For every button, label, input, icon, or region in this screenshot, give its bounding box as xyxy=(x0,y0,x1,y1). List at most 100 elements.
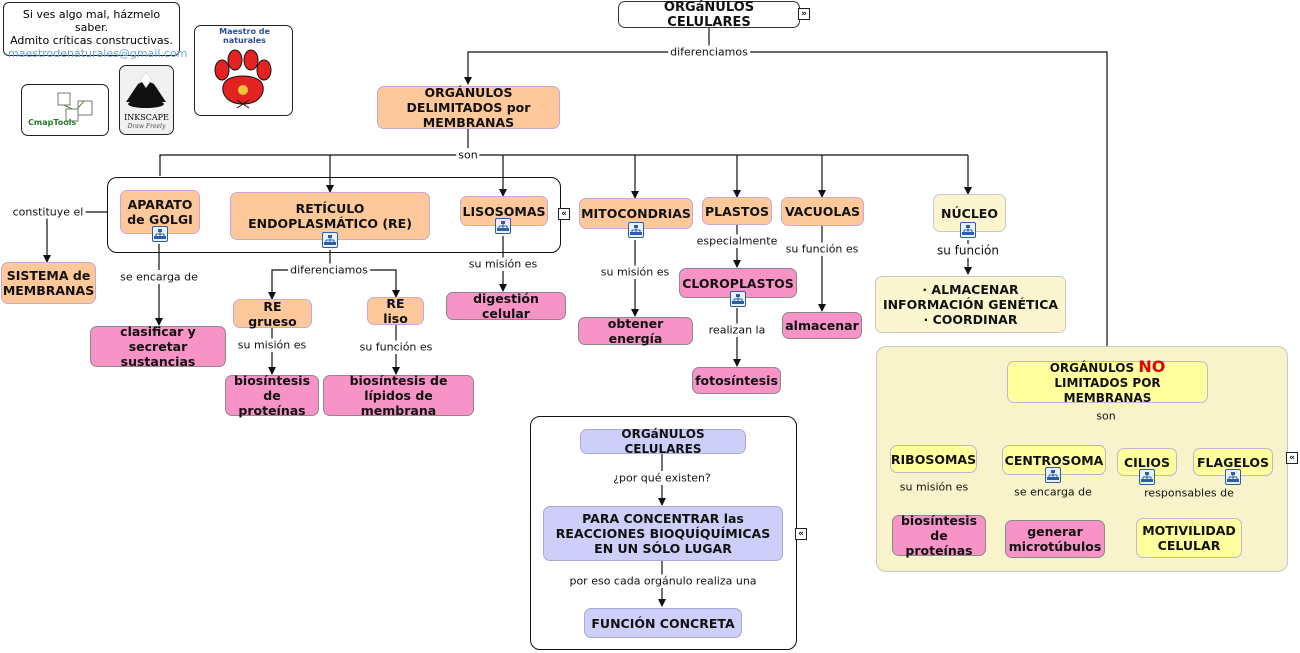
line-to-delimitados xyxy=(464,51,672,85)
submap-icon[interactable] xyxy=(1225,469,1241,485)
node-reticulo[interactable]: RETÍCULO ENDOPLASMÁTICO (RE) xyxy=(230,192,430,240)
node-fotosintesis[interactable]: fotosíntesis xyxy=(692,367,781,394)
node-microtubulos[interactable]: generar microtúbulos xyxy=(1005,520,1105,558)
label-por-que: ¿por qué existen? xyxy=(611,471,713,485)
node-plastos-label: PLASTOS xyxy=(705,203,769,219)
note-email[interactable]: maestrodenaturales@gmail.com xyxy=(8,47,188,60)
node-clasificar[interactable]: clasificar y secretar sustancias xyxy=(90,324,226,369)
node-re-grueso[interactable]: RE grueso xyxy=(233,299,312,329)
node-vacuolas-label: VACUOLAS xyxy=(784,204,861,219)
node-obtener-label: obtener energía xyxy=(607,316,664,346)
collapse-icon[interactable]: « xyxy=(558,208,570,220)
node-biosintesis-lipidos-label: biosíntesis de lípidos de membrana xyxy=(349,373,448,418)
label-su-mision-grueso: su misión es xyxy=(235,338,309,352)
node-funcion-label: FUNCIÓN CONCRETA xyxy=(591,615,735,631)
label-diferenciamos-re: diferenciamos xyxy=(288,263,370,277)
label-su-funcion-liso: su función es xyxy=(357,340,435,354)
node-sistema-membranas[interactable]: SISTEMA de MEMBRANAS xyxy=(1,262,96,304)
label-por-eso: por eso cada orgánulo realiza una xyxy=(567,574,759,588)
inkscape-icon xyxy=(126,72,166,108)
label-su-mision-mitocondrias: su misión es xyxy=(598,265,672,279)
node-reticulo-label: RETÍCULO ENDOPLASMÁTICO (RE) xyxy=(248,201,412,231)
node-funcion-concreta[interactable]: FUNCIÓN CONCRETA xyxy=(584,608,742,638)
label-su-funcion-nucleo: su función xyxy=(935,243,1001,258)
line-to-no-limitados xyxy=(746,51,1111,361)
node-vacuolas[interactable]: VACUOLAS xyxy=(781,197,864,226)
submap-icon[interactable] xyxy=(322,232,338,248)
feedback-note: Si ves algo mal, házmelo saber. Admito c… xyxy=(3,2,187,60)
node-biosintesis-proteinas-2[interactable]: biosíntesis de proteínas xyxy=(892,513,986,558)
node-no-limitados[interactable]: ORGÁNULOS NO LIMITADOS POR MEMBRANAS xyxy=(1007,358,1208,405)
node-ribosomas[interactable]: RIBOSOMAS xyxy=(890,445,977,473)
node-delimitados-label: ORGÁNULOS DELIMITADOS por MEMBRANAS xyxy=(406,85,531,130)
node-golgi[interactable]: APARATO de GOLGI xyxy=(120,190,200,234)
node-organulos-celulares-2[interactable]: ORGáNULOS CELULARES xyxy=(580,426,746,456)
submap-icon[interactable] xyxy=(1139,469,1155,485)
node-centrosoma[interactable]: CENTROSOMA xyxy=(1002,445,1106,475)
label-realizan: realizan la xyxy=(706,323,768,337)
node-re-liso[interactable]: RE liso xyxy=(367,296,424,326)
node-sistema-label: SISTEMA de MEMBRANAS xyxy=(2,268,95,298)
node-centrosoma-label: CENTROSOMA xyxy=(1004,452,1104,468)
node-almacenar[interactable]: almacenar xyxy=(782,312,862,339)
cmaptools-logo: CmapTools xyxy=(21,84,109,136)
no-limitados-part-a: ORGÁNULOS xyxy=(1049,360,1135,375)
node-concentrar-label: PARA CONCENTRAR las REACCIONES BIOQUÍQUÍ… xyxy=(555,511,771,556)
submap-icon[interactable] xyxy=(960,222,976,238)
maestro-label: Maestro de naturales xyxy=(219,27,270,45)
node-almacenar-info[interactable]: · ALMACENAR INFORMACIÓN GENÉTICA · COORD… xyxy=(875,276,1066,333)
node-biosintesis-proteinas-2-label: biosíntesis de proteínas xyxy=(900,513,978,558)
cmaptools-label: CmapTools xyxy=(28,118,77,127)
no-emphasis: NO xyxy=(1138,356,1166,376)
submap-icon[interactable] xyxy=(495,218,511,234)
cmaptools-icon xyxy=(57,92,93,122)
node-plastos[interactable]: PLASTOS xyxy=(702,197,772,225)
label-su-mision-lisosomas: su misión es xyxy=(466,257,540,271)
node-organulos-celulares-label: ORGáNULOS CELULARES xyxy=(663,0,755,30)
node-biosintesis-proteinas-label: biosíntesis de proteínas xyxy=(233,373,311,418)
inkscape-label: INKSCAPE xyxy=(124,113,169,122)
node-biosintesis-lipidos[interactable]: biosíntesis de lípidos de membrana xyxy=(323,373,474,418)
label-responsables: responsables de xyxy=(1142,486,1236,500)
inkscape-logo: INKSCAPE Draw Freely xyxy=(119,65,174,135)
node-motilidad-label: MOTIVILIDAD CELULAR xyxy=(1142,523,1236,553)
label-especialmente: especialmente xyxy=(694,234,780,248)
collapse-icon[interactable]: « xyxy=(1286,452,1298,464)
expand-icon[interactable]: » xyxy=(798,8,810,20)
node-cloroplastos-label: CLOROPLASTOS xyxy=(682,275,794,291)
label-su-mision-ribosomas: su misión es xyxy=(897,480,971,494)
node-motilidad[interactable]: MOTIVILIDAD CELULAR xyxy=(1136,518,1242,558)
node-flagelos-label: FLAGELOS xyxy=(1196,454,1270,470)
node-concentrar[interactable]: PARA CONCENTRAR las REACCIONES BIOQUÍQUÍ… xyxy=(543,506,783,561)
node-re-liso-label: RE liso xyxy=(383,296,408,326)
label-su-funcion-vacuolas: su función es xyxy=(783,242,861,256)
node-nucleo-label: NÚCLEO xyxy=(941,205,998,221)
node-digestion[interactable]: digestión celular xyxy=(446,291,566,321)
submap-icon[interactable] xyxy=(628,222,644,238)
node-nucleo[interactable]: NÚCLEO xyxy=(933,194,1006,232)
node-lisosomas-label: LISOSOMAS xyxy=(462,203,546,219)
line-to-re-liso xyxy=(366,269,400,298)
node-obtener-energia[interactable]: obtener energía xyxy=(578,316,693,346)
node-organulos-celulares-2-label: ORGáNULOS CELULARES xyxy=(621,426,705,456)
node-cilios-label: CILIOS xyxy=(1123,454,1171,470)
node-delimitados[interactable]: ORGÁNULOS DELIMITADOS por MEMBRANAS xyxy=(377,85,560,130)
node-digestion-label: digestión celular xyxy=(473,291,539,321)
node-flagelos[interactable]: FLAGELOS xyxy=(1193,448,1273,476)
node-mitocondrias-label: MITOCONDRIAS xyxy=(581,206,691,221)
node-biosintesis-proteinas[interactable]: biosíntesis de proteínas xyxy=(225,373,319,418)
node-golgi-label: APARATO de GOLGI xyxy=(127,197,193,227)
collapse-icon[interactable]: « xyxy=(795,528,807,540)
maestro-logo: Maestro de naturales xyxy=(194,25,293,116)
node-cilios[interactable]: CILIOS xyxy=(1117,448,1177,476)
node-organulos-celulares[interactable]: ORGáNULOS CELULARES xyxy=(618,0,800,30)
node-microtubulos-label: generar microtúbulos xyxy=(1008,524,1102,554)
no-limitados-part-b: LIMITADOS POR MEMBRANAS xyxy=(1054,375,1161,405)
label-son-2: son xyxy=(1094,409,1118,423)
submap-icon[interactable] xyxy=(1045,467,1061,483)
submap-icon[interactable] xyxy=(152,226,168,242)
label-diferenciamos: diferenciamos xyxy=(668,45,750,59)
node-almacenar-info-label: · ALMACENAR INFORMACIÓN GENÉTICA · COORD… xyxy=(882,282,1059,327)
submap-icon[interactable] xyxy=(730,291,746,307)
label-son: son xyxy=(456,148,480,162)
